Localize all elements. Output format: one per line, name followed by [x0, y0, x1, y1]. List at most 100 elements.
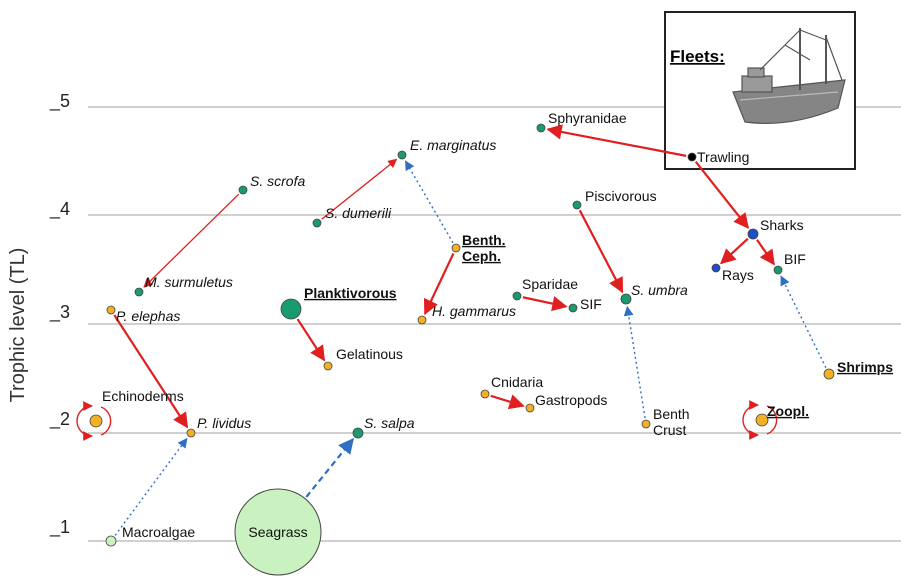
node-label-macroalgae: Macroalgae	[122, 524, 195, 540]
node-label-p-lividus: P. lividus	[197, 415, 251, 431]
link-sharks-to-rays	[720, 237, 749, 265]
node-label-sif: SIF	[580, 296, 602, 312]
node-marker-macroalgae	[105, 535, 117, 547]
node-marker-s-dumerili	[312, 218, 322, 228]
node-label-p-elephas: P. elephas	[116, 308, 180, 324]
node-rays: Rays	[711, 263, 754, 283]
tick-label: _5	[49, 91, 70, 112]
node-marker-sphyranidae	[536, 123, 546, 133]
node-label-echinoderms: Echinoderms	[102, 388, 184, 404]
node-marker-m-surmuletus	[134, 287, 144, 297]
node-macroalgae: Macroalgae	[105, 524, 195, 547]
node-marker-benth-ceph	[451, 243, 461, 253]
node-label-s-dumerili: S. dumerili	[325, 205, 392, 221]
tick-label: _3	[49, 302, 70, 323]
node-marker-s-scrofa	[238, 185, 248, 195]
link-seagrass-to-s-salpa	[305, 438, 354, 498]
node-cnidaria: Cnidaria	[480, 374, 543, 399]
node-label-sparidae: Sparidae	[522, 276, 578, 292]
node-s-scrofa: S. scrofa	[238, 173, 305, 195]
link-piscivorous-to-s-umbra	[578, 209, 624, 294]
node-marker-benth-crust	[641, 419, 651, 429]
node-label-bif: BIF	[784, 251, 806, 267]
link-sparidae-to-sif	[522, 296, 568, 312]
node-sphyranidae: Sphyranidae	[536, 110, 627, 133]
fishing-boat-icon	[732, 28, 846, 124]
node-marker-e-marginatus	[397, 150, 407, 160]
node-label-rays: Rays	[722, 267, 754, 283]
node-piscivorous: Piscivorous	[572, 188, 657, 210]
node-label-sharks: Sharks	[760, 217, 804, 233]
node-label-benth-ceph: Benth.Ceph.	[462, 232, 506, 264]
link-shrimps-to-bif	[780, 275, 827, 369]
link-s-dumerili-to-e-marginatus	[321, 158, 398, 220]
node-marker-planktivorous	[280, 298, 302, 320]
node-s-salpa: S. salpa	[352, 415, 415, 439]
node-s-umbra: S. umbra	[620, 282, 688, 305]
node-label-s-umbra: S. umbra	[631, 282, 688, 298]
node-bif: BIF	[773, 251, 806, 275]
node-marker-seagrass	[234, 488, 322, 576]
node-marker-bif	[773, 265, 783, 275]
link-s-scrofa-to-m-surmuletus	[143, 193, 240, 288]
fleets-title: Fleets:	[670, 47, 725, 66]
node-seagrass: Seagrass	[234, 488, 322, 576]
node-marker-cnidaria	[480, 389, 490, 399]
link-benth-ceph-to-e-marginatus	[404, 160, 454, 244]
node-marker-gelatinous	[323, 361, 333, 371]
self-loop-zoopl	[742, 400, 778, 440]
node-label-zoopl: Zoopl.	[767, 403, 809, 419]
node-marker-sharks	[747, 228, 759, 240]
link-planktivorous-to-gelatinous	[296, 318, 326, 362]
tick-label: _1	[49, 517, 70, 538]
node-sparidae: Sparidae	[512, 276, 578, 301]
node-echinoderms: Echinoderms	[89, 388, 184, 428]
node-label-cnidaria: Cnidaria	[491, 374, 543, 390]
node-marker-sif	[568, 303, 578, 313]
node-p-elephas: P. elephas	[106, 305, 180, 324]
node-marker-piscivorous	[572, 200, 582, 210]
node-benth-ceph: Benth.Ceph.	[451, 232, 506, 264]
node-gastropods: Gastropods	[525, 392, 607, 413]
node-label-planktivorous: Planktivorous	[304, 285, 397, 301]
node-marker-echinoderms	[89, 414, 103, 428]
node-label-e-marginatus: E. marginatus	[410, 137, 496, 153]
trophic-gridlines	[88, 106, 901, 542]
tick-label: _4	[49, 199, 70, 220]
node-p-lividus: P. lividus	[186, 415, 251, 438]
node-sif: SIF	[568, 296, 602, 313]
node-label-sphyranidae: Sphyranidae	[548, 110, 627, 126]
node-zoopl: Zoopl.	[755, 403, 809, 427]
node-planktivorous: Planktivorous	[280, 285, 397, 320]
node-marker-gastropods	[525, 403, 535, 413]
node-label-h-gammarus: H. gammarus	[432, 303, 516, 319]
node-marker-rays	[711, 263, 721, 273]
link-cnidaria-to-gastropods	[490, 394, 525, 410]
node-m-surmuletus: M. surmuletus	[134, 274, 233, 297]
node-shrimps: Shrimps	[823, 359, 893, 380]
node-marker-zoopl	[755, 413, 769, 427]
trophic-level-ticks: _5_4_3_2_1	[49, 91, 70, 538]
node-label-m-surmuletus: M. surmuletus	[145, 274, 233, 290]
link-sharks-to-bif	[756, 239, 775, 266]
link-trawling-to-sphyranidae	[546, 124, 687, 157]
link-trawling-to-sharks	[694, 161, 749, 229]
node-label-piscivorous: Piscivorous	[585, 188, 657, 204]
node-trawling: Trawling	[687, 149, 749, 165]
node-label-seagrass: Seagrass	[248, 524, 307, 540]
node-marker-trawling	[687, 152, 697, 162]
link-benth-crust-to-s-umbra	[623, 305, 646, 419]
link-macroalgae-to-p-lividus	[114, 437, 188, 536]
node-label-trawling: Trawling	[697, 149, 749, 165]
self-loops	[76, 400, 778, 441]
node-s-dumerili: S. dumerili	[312, 205, 392, 228]
self-loop-echinoderms	[76, 401, 112, 441]
node-marker-s-umbra	[620, 293, 632, 305]
node-e-marginatus: E. marginatus	[397, 137, 496, 160]
node-marker-p-lividus	[186, 428, 196, 438]
node-marker-shrimps	[823, 368, 835, 380]
node-sharks: Sharks	[747, 217, 804, 240]
